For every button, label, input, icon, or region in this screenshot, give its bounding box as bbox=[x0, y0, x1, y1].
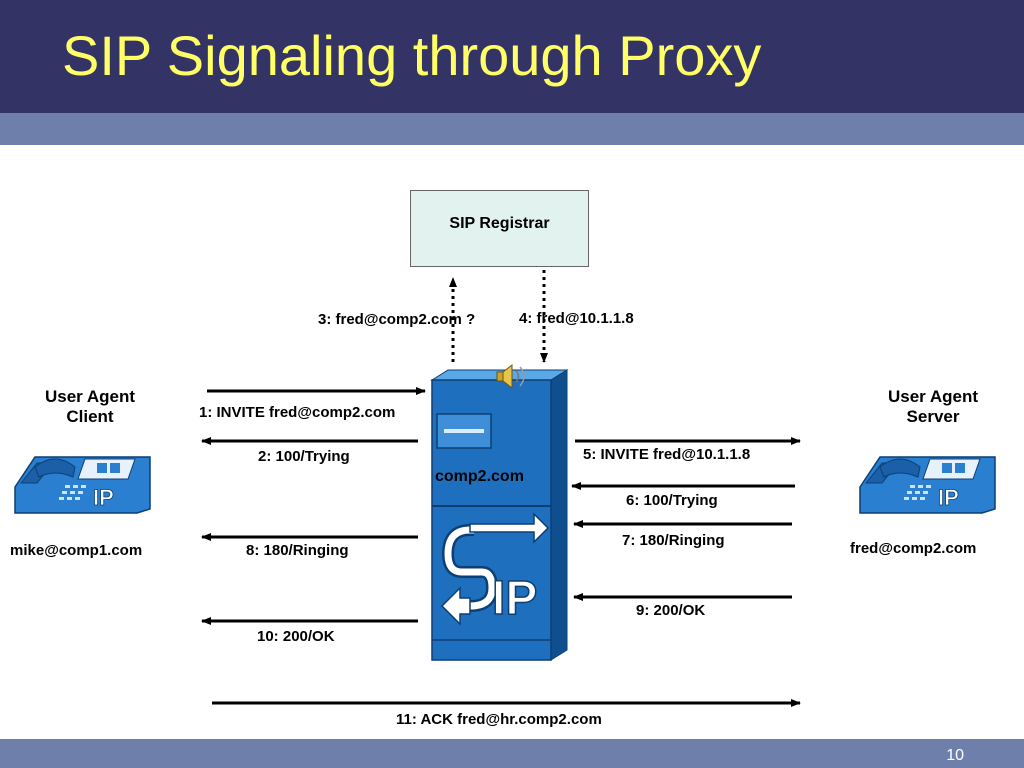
ip-phone-icon-server: IP bbox=[859, 456, 996, 514]
registrar-label: SIP Registrar bbox=[449, 215, 550, 232]
server-phone-badge: IP bbox=[938, 485, 959, 510]
message-10-label: 10: 200/OK bbox=[257, 628, 335, 645]
client-phone-badge: IP bbox=[93, 485, 114, 510]
ip-phone-icon-client: IP bbox=[14, 456, 151, 514]
header-bar bbox=[0, 0, 1024, 113]
message-2-label: 2: 100/Trying bbox=[258, 448, 350, 465]
message-9-label: 9: 200/OK bbox=[636, 602, 706, 619]
server-icon: IP bbox=[430, 369, 569, 661]
client-address: mike@comp1.com bbox=[10, 542, 143, 559]
message-4-label: 4: fred@10.1.1.8 bbox=[519, 310, 634, 327]
message-3-label: 3: fred@comp2.com ? bbox=[318, 311, 476, 328]
client-role: User Agent Client bbox=[20, 387, 160, 426]
server-role-line1: User Agent bbox=[887, 387, 979, 406]
message-1-label: 1: INVITE fred@comp2.com bbox=[199, 404, 396, 421]
message-5-label: 5: INVITE fred@10.1.1.8 bbox=[583, 446, 751, 463]
message-11-label: 11: ACK fred@hr.comp2.com bbox=[396, 711, 602, 728]
server-role: User Agent Server bbox=[863, 387, 1003, 426]
proxy-logo-text: IP bbox=[492, 572, 537, 625]
message-7-label: 7: 180/Ringing bbox=[622, 532, 725, 549]
client-role-line1: User Agent bbox=[44, 387, 136, 406]
message-8-label: 8: 180/Ringing bbox=[246, 542, 349, 559]
proxy-label: comp2.com bbox=[435, 468, 524, 485]
server-role-line2: Server bbox=[906, 406, 960, 426]
client-role-line2: Client bbox=[66, 406, 114, 426]
sip-registrar-box: SIP Registrar bbox=[410, 190, 589, 267]
footer-bar bbox=[0, 739, 1024, 768]
speaker-icon bbox=[496, 363, 525, 390]
page-number: 10 bbox=[946, 747, 964, 764]
header-band bbox=[0, 113, 1024, 145]
message-6-label: 6: 100/Trying bbox=[626, 492, 718, 509]
server-address: fred@comp2.com bbox=[850, 540, 977, 557]
slide-title: SIP Signaling through Proxy bbox=[62, 24, 762, 87]
